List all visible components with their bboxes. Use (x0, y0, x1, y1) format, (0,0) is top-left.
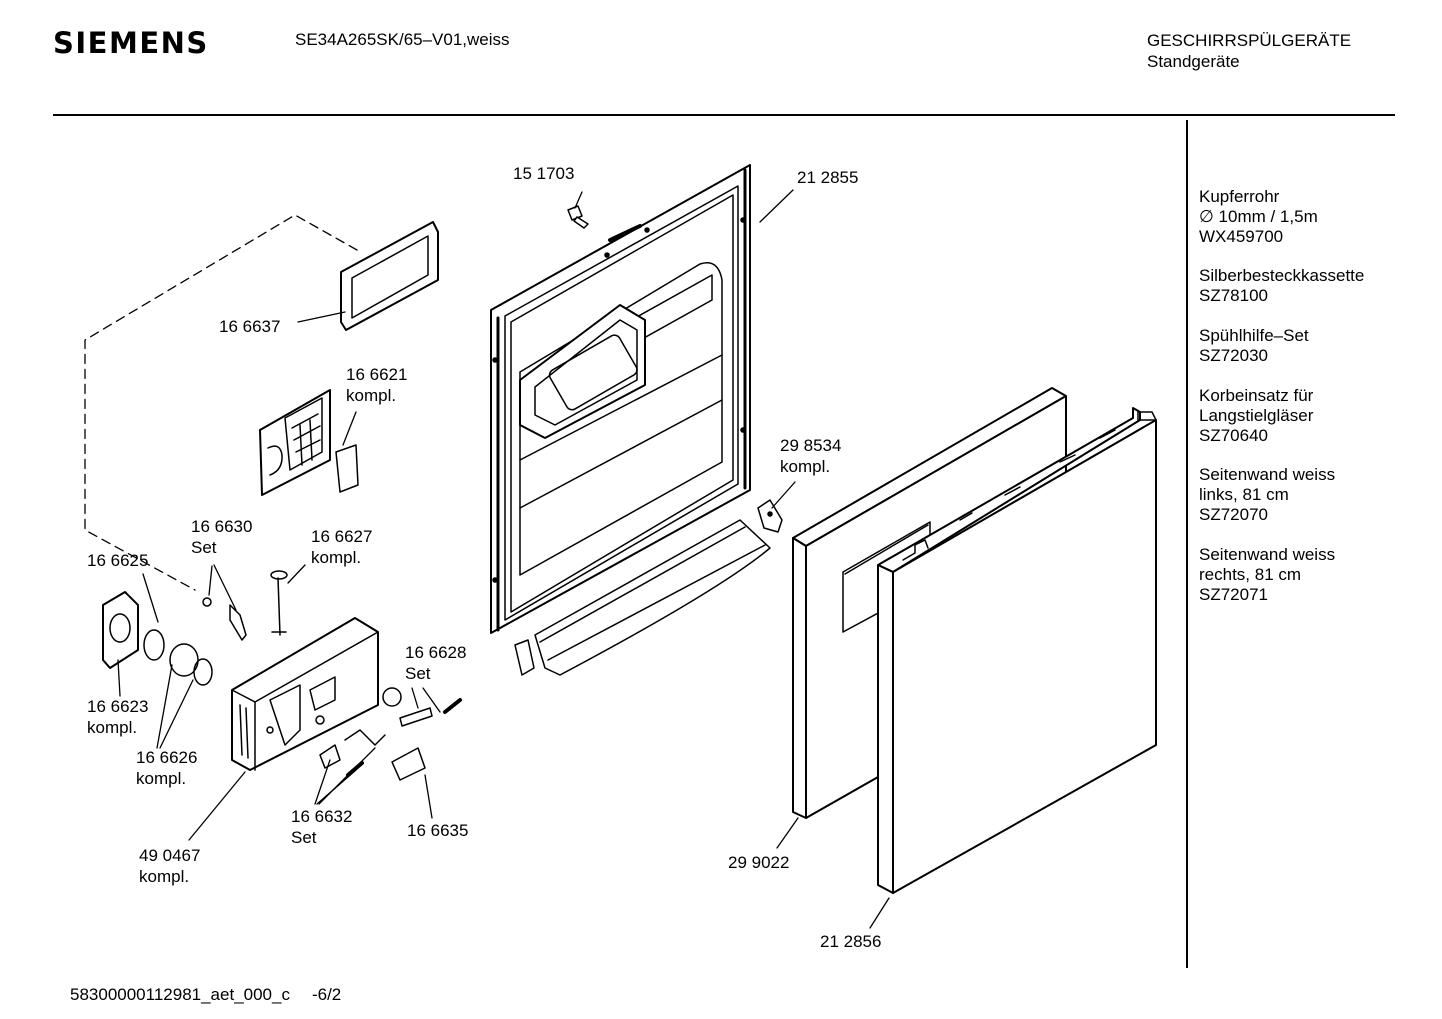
part-number: 15 1703 (513, 164, 575, 183)
screw-part (567, 205, 589, 229)
accessory-item: Seitenwand weiss links, 81 cm SZ72070 (1199, 465, 1335, 525)
part-number: 29 9022 (728, 853, 790, 872)
accessory-line: links, 81 cm (1199, 485, 1289, 504)
accessory-line: ∅ 10mm / 1,5m (1199, 207, 1318, 226)
accessory-line: Kupferrohr (1199, 187, 1280, 206)
part-label-166635: 16 6635 (407, 820, 468, 841)
part-label-166628: 16 6628 Set (405, 642, 466, 684)
small-mechanism-parts (319, 687, 462, 781)
part-number: 16 6625 (87, 551, 149, 570)
part-number: 16 6621 (346, 365, 408, 384)
part-number: 16 6627 (311, 527, 373, 546)
part-number: 16 6628 (405, 643, 467, 662)
accessory-line: Silberbesteckkassette (1199, 266, 1365, 285)
accessory-line: Seitenwand weiss (1199, 545, 1336, 564)
part-label-166630: 16 6630 Set (191, 516, 252, 558)
part-label-166621: 16 6621 kompl. (346, 364, 407, 406)
footer-doc-id: 58300000112981_aet_000_c -6/2 (70, 985, 341, 1005)
part-label-212856: 21 2856 (820, 931, 881, 952)
part-number: 16 6626 (136, 748, 198, 767)
page-number: -6/2 (311, 985, 342, 1004)
part-label-490467: 49 0467 kompl. (139, 845, 200, 887)
side-panel (877, 407, 1157, 894)
accessory-code: SZ72071 (1199, 585, 1268, 604)
window-frame-part (340, 221, 439, 331)
part-number: 16 6623 (87, 697, 149, 716)
accessory-code: SZ70640 (1199, 426, 1268, 445)
accessory-line: rechts, 81 cm (1199, 565, 1302, 584)
accessory-line: Spühlhilfe–Set (1199, 326, 1309, 345)
hinge-bracket (757, 499, 783, 533)
dashed-connector (84, 214, 358, 591)
part-label-166625: 16 6625 (87, 550, 148, 571)
part-note: kompl. (87, 718, 138, 737)
accessory-code: SZ78100 (1199, 286, 1268, 305)
dispenser-housing-part (231, 617, 379, 771)
part-label-299022: 29 9022 (728, 852, 789, 873)
model-number: SE34A265SK/65–V01,weiss (295, 30, 510, 49)
cover-assembly-part (259, 389, 359, 496)
accessory-line: Langstielgläser (1199, 406, 1314, 425)
part-number: 49 0467 (139, 846, 201, 865)
bottom-rail (514, 519, 771, 676)
header-divider (53, 114, 1395, 116)
inner-door-panel (490, 164, 751, 634)
part-note: kompl. (346, 386, 397, 405)
accessory-item: Korbeinsatz für Langstielgläser SZ70640 (1199, 386, 1313, 446)
part-note: Set (291, 828, 317, 847)
part-number: 16 6632 (291, 807, 353, 826)
seal-rings-parts (102, 570, 288, 686)
accessory-item: Silberbesteckkassette SZ78100 (1199, 266, 1364, 306)
accessory-code: WX459700 (1199, 227, 1284, 246)
category-title: GESCHIRRSPÜLGERÄTE Standgeräte (1147, 30, 1351, 72)
document-id: 58300000112981_aet_000_c (70, 985, 290, 1004)
part-label-298534: 29 8534 kompl. (780, 435, 841, 477)
accessory-code: SZ72030 (1199, 346, 1268, 365)
part-label-166626: 16 6626 kompl. (136, 747, 197, 789)
accessory-code: SZ72070 (1199, 505, 1268, 524)
part-note: kompl. (780, 457, 831, 476)
category-line-2: Standgeräte (1147, 52, 1240, 71)
category-line-1: GESCHIRRSPÜLGERÄTE (1147, 31, 1352, 50)
accessory-line: Seitenwand weiss (1199, 465, 1336, 484)
part-note: Set (405, 664, 431, 683)
part-number: 21 2856 (820, 932, 882, 951)
sidebar-divider (1186, 120, 1188, 968)
part-number: 16 6630 (191, 517, 253, 536)
part-note: kompl. (139, 867, 190, 886)
part-label-212855: 21 2855 (797, 167, 858, 188)
part-number: 29 8534 (780, 436, 842, 455)
part-label-166627: 16 6627 kompl. (311, 526, 372, 568)
accessory-item: Spühlhilfe–Set SZ72030 (1199, 326, 1309, 366)
part-label-166632: 16 6632 Set (291, 806, 352, 848)
part-label-166637: 16 6637 (219, 316, 280, 337)
brand-logo: SIEMENS (53, 26, 209, 60)
part-label-166623: 16 6623 kompl. (87, 696, 148, 738)
part-label-151703: 15 1703 (513, 163, 574, 184)
accessory-item: Kupferrohr ∅ 10mm / 1,5m WX459700 (1199, 187, 1318, 247)
part-note: kompl. (311, 548, 362, 567)
accessory-item: Seitenwand weiss rechts, 81 cm SZ72071 (1199, 545, 1335, 605)
part-note: kompl. (136, 769, 187, 788)
part-number: 16 6635 (407, 821, 469, 840)
part-note: Set (191, 538, 217, 557)
accessory-line: Korbeinsatz für (1199, 386, 1314, 405)
part-number: 21 2855 (797, 168, 859, 187)
leader-lines (117, 189, 890, 929)
part-number: 16 6637 (219, 317, 281, 336)
